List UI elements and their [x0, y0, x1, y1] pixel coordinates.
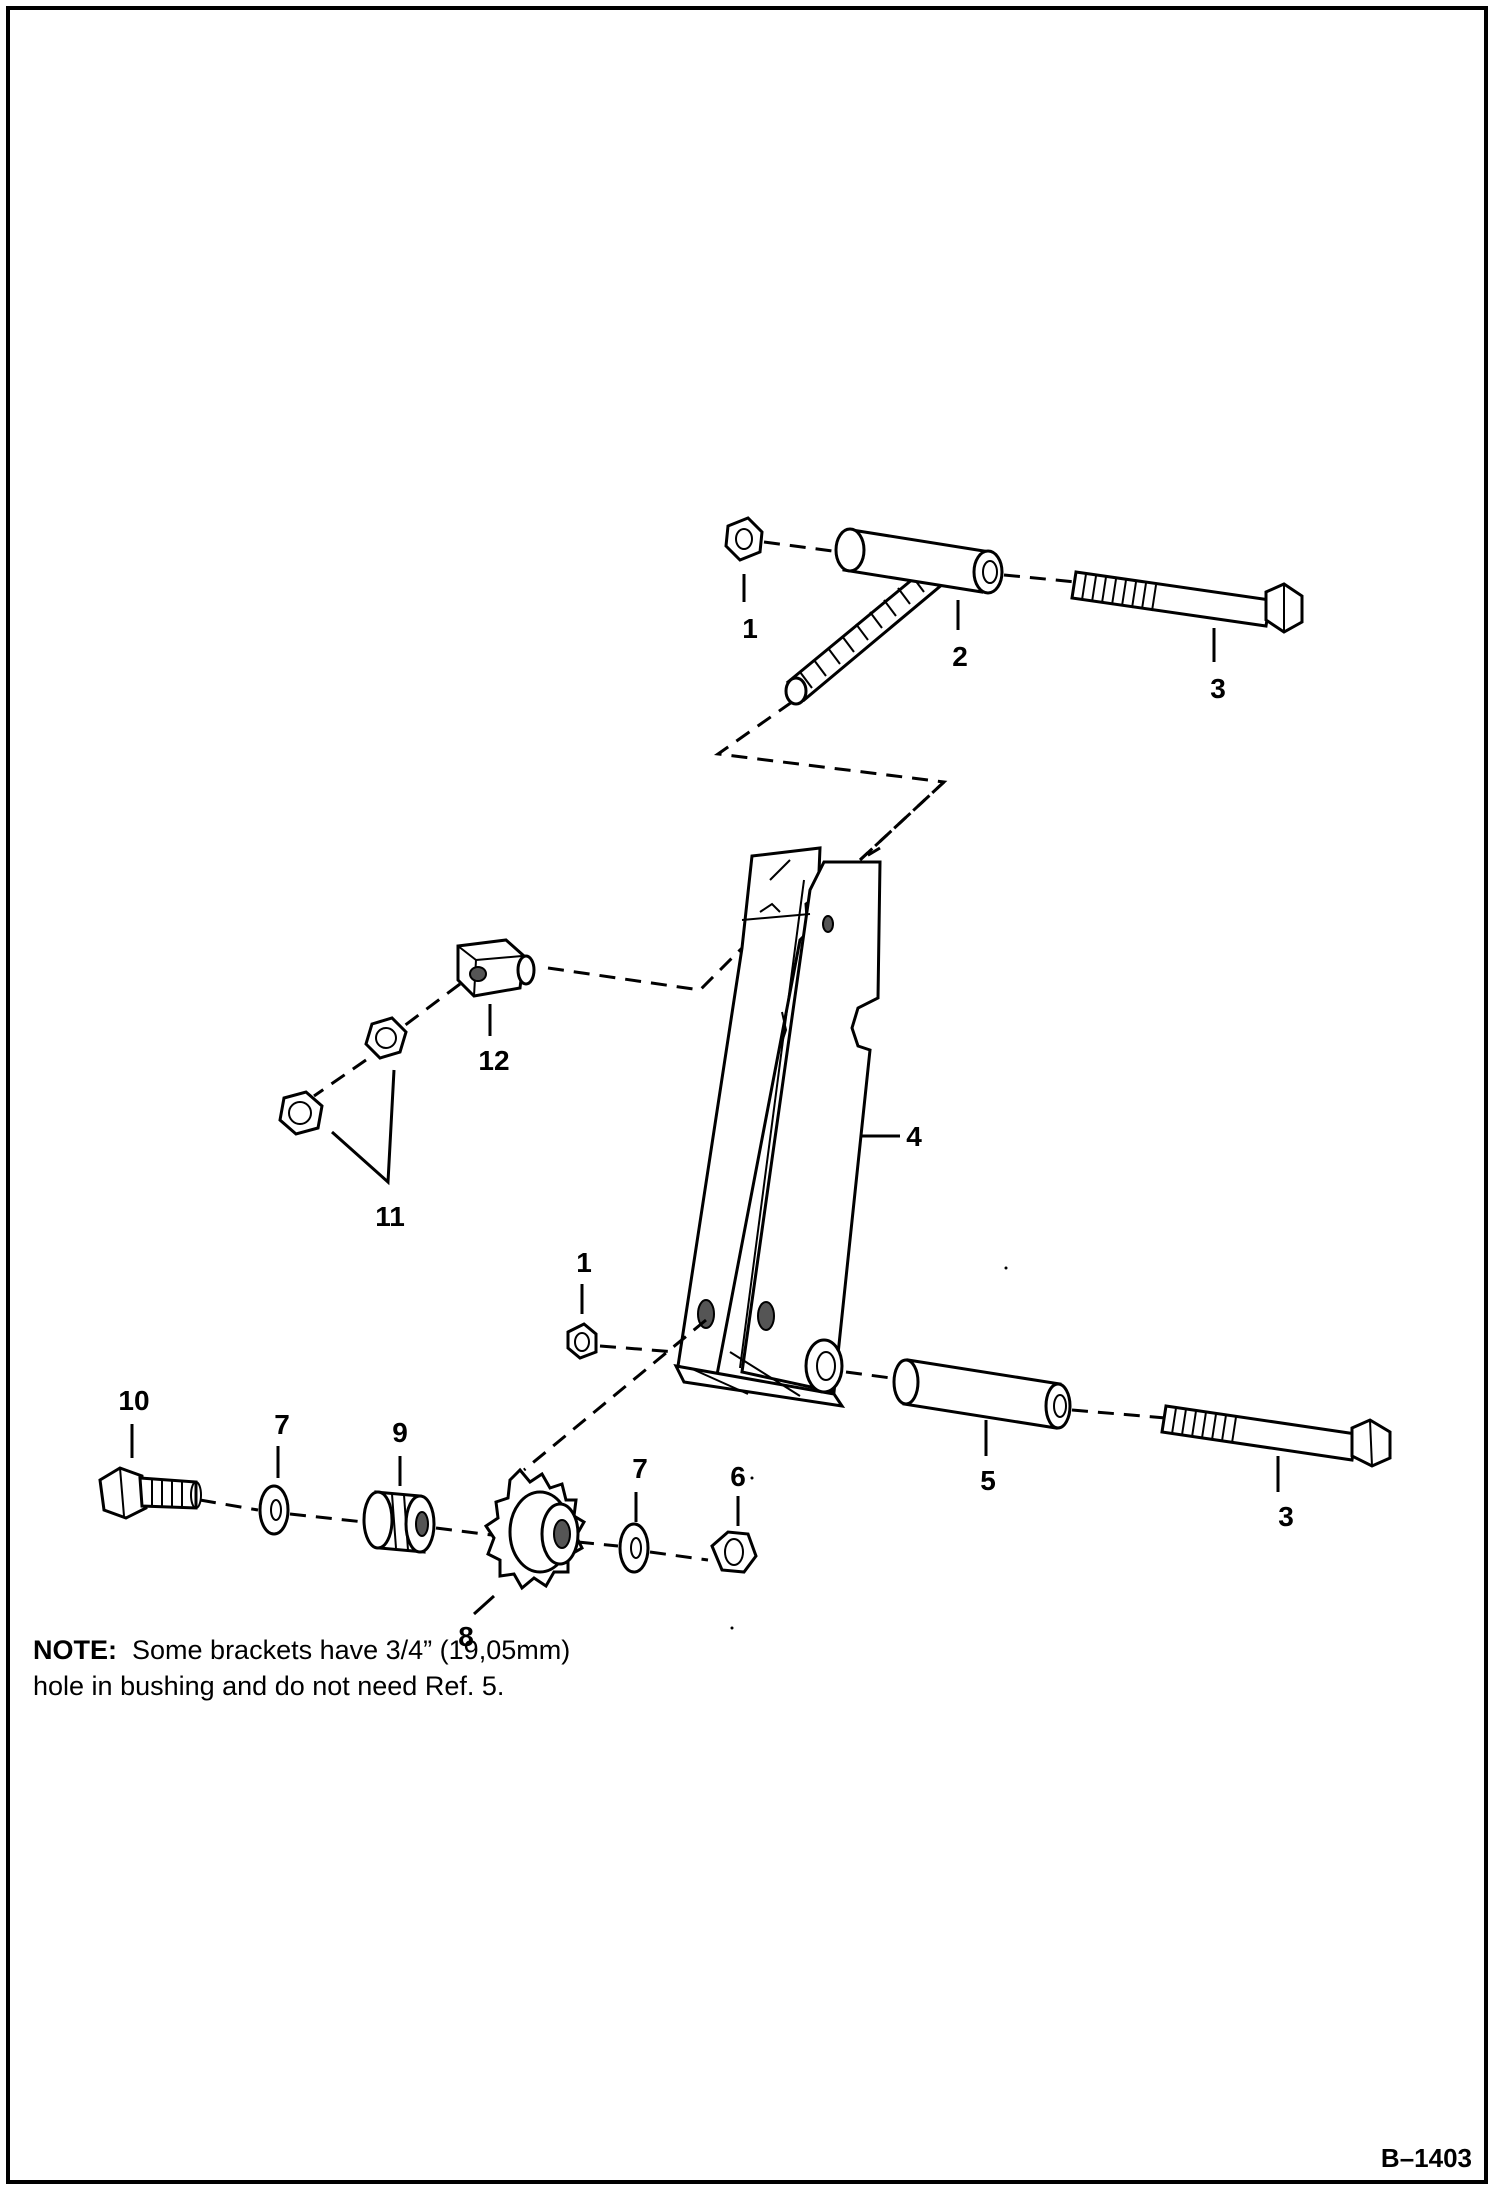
figure-code: B–1403 — [1380, 2143, 1472, 2173]
callout-3-bottom: 3 — [1278, 1501, 1294, 1532]
adjuster-tube-with-threaded-rod — [784, 527, 1004, 706]
callout-10: 10 — [118, 1385, 149, 1416]
hex-bolt-top — [1070, 570, 1304, 634]
callout-5: 5 — [980, 1465, 996, 1496]
callout-4: 4 — [906, 1121, 922, 1152]
threaded-block-12 — [456, 938, 536, 998]
spacer-tube-5 — [892, 1358, 1072, 1430]
callout-3-top: 3 — [1210, 673, 1226, 704]
callout-1-mid: 1 — [576, 1247, 592, 1278]
hex-nut-6 — [710, 1530, 758, 1574]
callout-7-left: 7 — [274, 1409, 290, 1440]
leader-lines — [130, 574, 1280, 1616]
callout-12: 12 — [478, 1045, 509, 1076]
callout-11: 11 — [375, 1201, 405, 1232]
idler-bracket — [673, 846, 882, 1408]
note-line-1: Some brackets have 3/4” (19,05mm) — [132, 1635, 571, 1665]
idler-sprocket-8 — [483, 1467, 587, 1591]
hex-bolt-bottom — [1160, 1404, 1392, 1468]
note-line-2: hole in bushing and do not need Ref. 5. — [33, 1671, 505, 1701]
callout-8: 8 — [458, 1621, 474, 1652]
hex-nut-mid — [566, 1322, 598, 1360]
shoulder-bolt-10 — [98, 1466, 202, 1520]
callout-2: 2 — [952, 641, 968, 672]
washer-7-left — [258, 1484, 290, 1536]
page-border — [6, 6, 1488, 2184]
note-label: NOTE: — [33, 1635, 117, 1665]
washer-7-right — [618, 1522, 650, 1574]
hex-nut-top — [724, 516, 764, 562]
bracket-note: NOTE: Some brackets have 3/4” (19,05mm) … — [33, 1632, 570, 1704]
callout-1-top: 1 — [742, 613, 758, 644]
bearing-9 — [362, 1490, 436, 1554]
jam-nut-11b — [278, 1090, 324, 1136]
callout-7-right: 7 — [632, 1453, 648, 1484]
callout-6: 6 — [730, 1461, 746, 1492]
callout-9: 9 — [392, 1417, 408, 1448]
jam-nut-11a — [364, 1016, 408, 1060]
